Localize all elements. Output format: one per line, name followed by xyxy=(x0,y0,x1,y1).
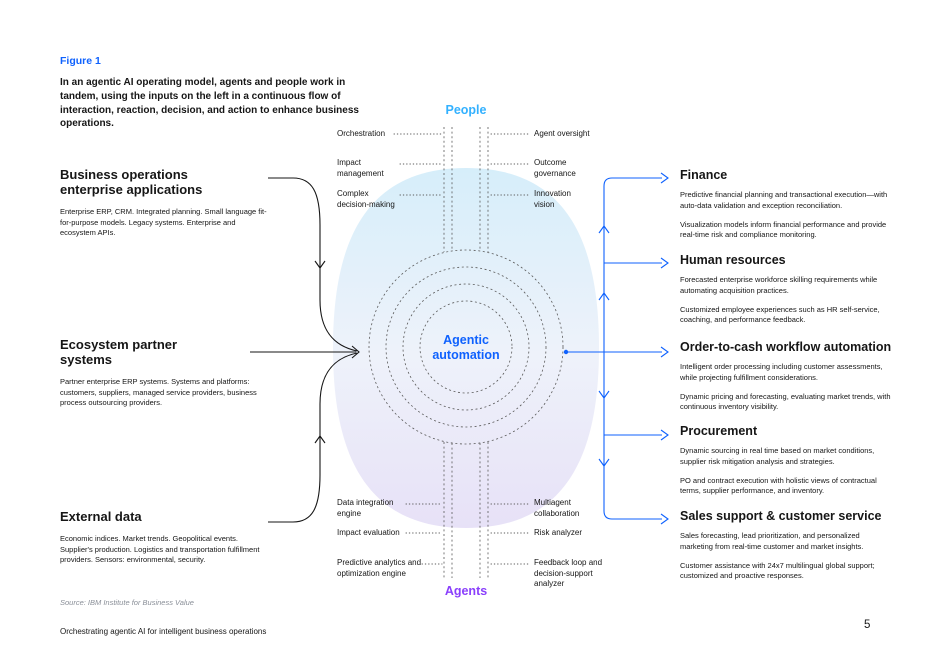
output-paragraph: PO and contract execution with holistic … xyxy=(680,475,877,496)
output-title: Procurement xyxy=(680,424,758,438)
arrow-down-icon xyxy=(598,458,610,467)
output-paragraph: Customer assistance with 24x7 multilingu… xyxy=(680,560,875,581)
output-paragraph: Customized employee experiences such as … xyxy=(680,304,880,325)
arrow-down-icon xyxy=(314,260,326,269)
capability-impact-management: Impact management xyxy=(337,158,384,178)
figure-label: Figure 1 xyxy=(60,55,101,67)
output-paragraph: Sales forecasting, lead prioritization, … xyxy=(680,531,864,552)
output-paragraph: Dynamic pricing and forecasting, evaluat… xyxy=(680,391,891,412)
output-title: Human resources xyxy=(680,253,786,267)
arrow-up-icon xyxy=(314,435,326,444)
arrow-right-icon xyxy=(660,346,669,358)
output-human-resources: Human resources Forecasted enterprise wo… xyxy=(680,253,898,334)
input-ecosystem-partners: Ecosystem partner systems Partner enterp… xyxy=(60,337,272,409)
agents-label: Agents xyxy=(444,584,488,598)
input-external-data: External data Economic indices. Market t… xyxy=(60,509,272,566)
input-title: External data xyxy=(60,509,142,524)
capability-multiagent-collaboration: Multiagent collaboration xyxy=(534,498,580,518)
output-riser xyxy=(603,177,662,520)
arrow-right-icon xyxy=(660,257,669,269)
capability-complex-decision-making: Complex decision-making xyxy=(337,189,395,209)
connector-origin-dot xyxy=(563,349,569,355)
input-description: Enterprise ERP, CRM. Integrated planning… xyxy=(60,206,267,238)
arrow-right-icon xyxy=(660,513,669,525)
output-procurement: Procurement Dynamic sourcing in real tim… xyxy=(680,424,898,505)
capability-orchestration: Orchestration xyxy=(337,129,386,138)
output-title: Sales support & customer service xyxy=(680,509,882,523)
output-paragraph: Forecasted enterprise workforce skilling… xyxy=(680,275,878,296)
input-business-operations: Business operations enterprise applicati… xyxy=(60,167,272,239)
output-paragraph: Visualization models inform financial pe… xyxy=(680,219,887,240)
capability-feedback-loop-analyzer: Feedback loop and decision-support analy… xyxy=(534,558,603,589)
output-paragraph: Predictive financial planning and transa… xyxy=(680,190,888,211)
capability-risk-analyzer: Risk analyzer xyxy=(534,528,583,537)
output-title: Finance xyxy=(680,168,728,182)
capability-innovation-vision: Innovation vision xyxy=(534,189,571,209)
output-sales-support: Sales support & customer service Sales f… xyxy=(680,509,898,590)
arrow-down-icon xyxy=(598,390,610,399)
page-number: 5 xyxy=(864,619,871,631)
capability-predictive-analytics: Predictive analytics and optimization en… xyxy=(337,558,422,578)
capability-outcome-governance: Outcome governance xyxy=(534,158,576,178)
output-title: Order-to-cash workflow automation xyxy=(680,340,892,354)
people-label: People xyxy=(445,103,487,117)
output-paragraph: Dynamic sourcing in real time based on m… xyxy=(680,446,875,467)
figure-caption: In an agentic AI operating model, agents… xyxy=(60,77,359,130)
output-connectors xyxy=(566,172,669,525)
input-description: Economic indices. Market trends. Geopoli… xyxy=(60,533,260,565)
arrow-right-icon xyxy=(351,345,360,359)
capability-data-integration-engine: Data integration engine xyxy=(337,498,394,518)
arrow-right-icon xyxy=(660,429,669,441)
footer-document-title: Orchestrating agentic AI for intelligent… xyxy=(60,627,267,636)
input-title: Business operations enterprise applicati… xyxy=(60,167,203,197)
arrow-right-icon xyxy=(660,172,669,184)
capability-impact-evaluation: Impact evaluation xyxy=(337,528,400,537)
capability-agent-oversight: Agent oversight xyxy=(534,129,590,138)
input-connector-external-data xyxy=(268,352,358,523)
arrow-up-icon xyxy=(598,292,610,301)
input-description: Partner enterprise ERP systems. Systems … xyxy=(60,376,257,408)
agentic-automation-label: Agentic automation xyxy=(432,333,500,362)
output-finance: Finance Predictive financial planning an… xyxy=(680,168,898,249)
source-credit: Source: IBM Institute for Business Value xyxy=(60,598,194,607)
input-title: Ecosystem partner systems xyxy=(60,337,178,367)
output-paragraph: Intelligent order processing including c… xyxy=(680,362,883,383)
output-order-to-cash: Order-to-cash workflow automation Intell… xyxy=(680,340,898,421)
arrow-up-icon xyxy=(598,225,610,234)
